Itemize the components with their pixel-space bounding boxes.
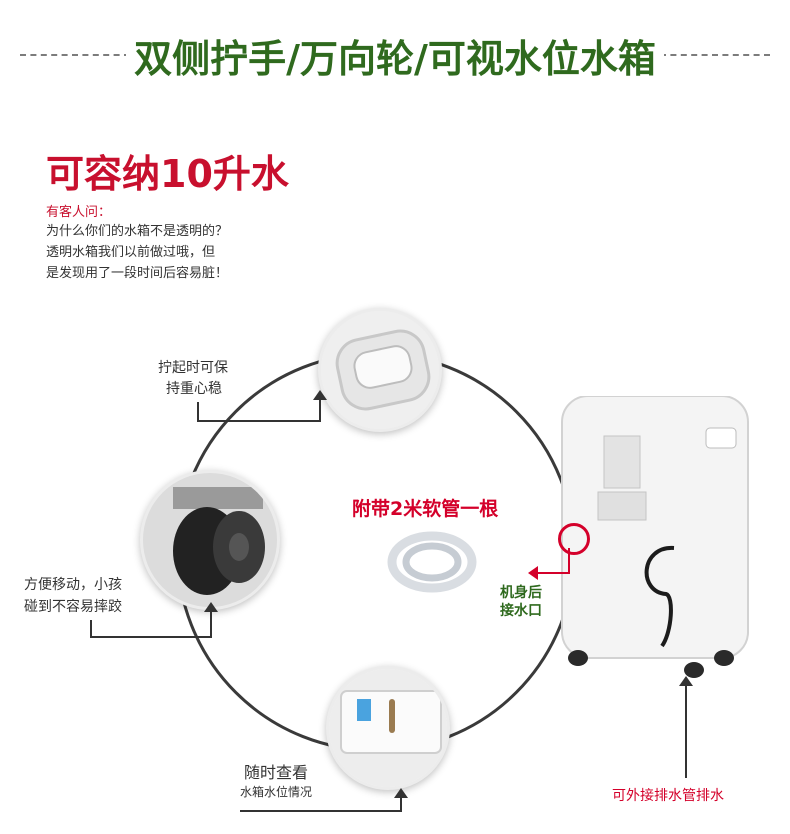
note-label: 有客人问： [46,205,112,220]
wheels-leader-v [90,620,92,638]
drain-label-line-2: 接水口 [500,603,542,619]
external-drain-arrowhead [679,676,693,686]
water-leader-h [240,810,402,812]
drain-label: 机身后 接水口 [500,584,542,620]
note-line: 是发现用了一段时间后容易脏！ [46,266,229,281]
external-drain-leader [685,686,687,778]
drain-arrow-up [568,548,570,574]
page-title: 双侧拧手/万向轮/可视水位水箱 [0,28,790,83]
water-leader-up [400,796,402,812]
callout-wheels-line-2: 碰到不容易摔跤 [24,599,122,615]
handle-arrowhead [313,390,327,400]
handle-photo [318,308,442,432]
drain-port-marker [558,523,590,555]
water-tank-photo [326,666,450,790]
water-window-icon [329,669,447,787]
wheels-leader-h [90,636,212,638]
drain-label-line-1: 机身后 [500,585,542,601]
callout-wheels-line-1: 方便移动，小孩 [24,577,122,593]
wheels-arrowhead [204,602,218,612]
note-line: 透明水箱我们以前做过哦，但 [46,245,216,260]
callout-water-title: 随时查看 [244,763,309,782]
wheels-leader-up [210,610,212,638]
handle-icon [321,311,439,429]
handle-leader-up [319,398,321,422]
header-rule-left [20,54,130,56]
header-rule-right [660,54,770,56]
callout-handle-line-2: 持重心稳 [166,381,222,397]
callout-handle-line-1: 拧起时可保 [158,360,228,376]
handle-leader-v [197,402,199,420]
note-line: 为什么你们的水箱不是透明的？ [46,224,229,239]
wheel-photo [140,470,280,610]
caster-wheel-icon [143,473,277,607]
drain-arrowhead [528,566,538,580]
drain-arrow-line [538,572,570,574]
external-drain-label: 可外接排水管排水 [612,788,724,804]
callout-water-sub: 水箱水位情况 [240,785,313,799]
hose-icon [387,531,477,593]
hose-caption: 附带2米软管一根 [352,498,499,520]
water-arrowhead [394,788,408,798]
handle-leader-h [197,420,321,422]
capacity-title: 可容纳10升水 [46,152,289,196]
